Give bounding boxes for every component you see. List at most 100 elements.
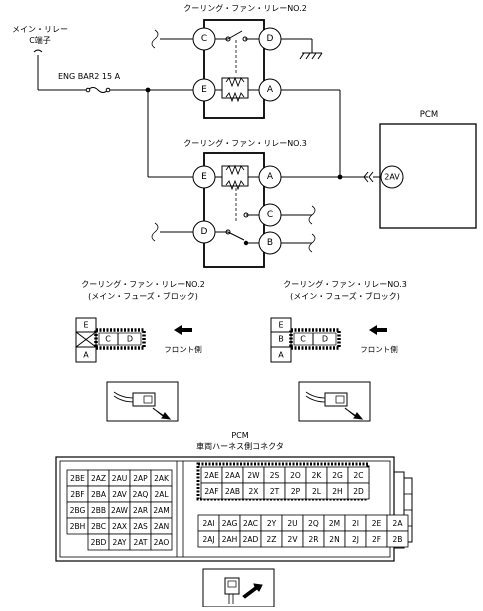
- svg-text:2BF: 2BF: [70, 490, 84, 499]
- relay3-terminal-a: A: [258, 165, 282, 189]
- svg-text:A: A: [278, 351, 284, 360]
- svg-text:2AL: 2AL: [154, 490, 169, 499]
- svg-text:2T: 2T: [270, 487, 280, 496]
- svg-text:2AX: 2AX: [112, 522, 127, 531]
- svg-text:2K: 2K: [312, 471, 323, 480]
- svg-text:2AP: 2AP: [133, 474, 148, 483]
- pcm-pin-2ai: 2AI: [197, 514, 220, 532]
- svg-text:2AO: 2AO: [154, 538, 170, 547]
- pcm-pin-2ar: 2AR: [129, 501, 152, 519]
- pcm-pin-2ag: 2AG: [218, 514, 241, 532]
- svg-text:2AI: 2AI: [202, 519, 214, 528]
- svg-text:2Z: 2Z: [267, 535, 277, 544]
- svg-text:2Y: 2Y: [267, 519, 277, 528]
- svg-text:2AS: 2AS: [133, 522, 148, 531]
- svg-text:2AA: 2AA: [225, 471, 241, 480]
- svg-text:2G: 2G: [332, 471, 343, 480]
- svg-text:2L: 2L: [312, 487, 322, 496]
- pcm-pin-2e: 2E: [365, 514, 388, 532]
- svg-text:2AK: 2AK: [154, 474, 170, 483]
- pcm-pin-2bh: 2BH: [66, 517, 89, 535]
- pcm-pin-2w: 2W: [242, 466, 265, 484]
- left-front-label: フロント側: [164, 344, 202, 354]
- relay3-terminal-d: D: [192, 220, 216, 244]
- pcm-pin-2ak: 2AK: [150, 469, 173, 487]
- pcm-pin-2m: 2M: [323, 514, 346, 532]
- pcm-pin-2ab: 2AB: [221, 482, 244, 500]
- svg-text:2AC: 2AC: [243, 519, 258, 528]
- svg-text:2AT: 2AT: [134, 538, 148, 547]
- svg-text:C: C: [300, 335, 306, 344]
- svg-text:E: E: [278, 321, 283, 330]
- svg-text:2AN: 2AN: [154, 522, 170, 531]
- svg-text:D: D: [201, 227, 208, 237]
- svg-text:2J: 2J: [352, 535, 359, 544]
- svg-text:2AU: 2AU: [112, 474, 127, 483]
- pcm-pin-2ba: 2BA: [87, 485, 110, 503]
- svg-text:2A: 2A: [393, 519, 404, 528]
- pcm-pin-2bg: 2BG: [66, 501, 89, 519]
- svg-text:B: B: [278, 335, 284, 344]
- pcm-pin-2al: 2AL: [150, 485, 173, 503]
- svg-text:2BB: 2BB: [91, 506, 106, 515]
- pcm-pin-2f: 2F: [365, 530, 388, 548]
- left-probe-illustration-icon: [106, 381, 179, 422]
- right-probe-illustration-icon: [298, 381, 371, 422]
- svg-text:2M: 2M: [329, 519, 340, 528]
- svg-text:2E: 2E: [372, 519, 382, 528]
- right-connector-title: クーリング・ファン・リレーNO.3: [283, 279, 407, 289]
- relay2-terminal-c: C: [192, 27, 216, 51]
- svg-text:2N: 2N: [329, 535, 339, 544]
- svg-text:2C: 2C: [353, 471, 363, 480]
- svg-text:E: E: [83, 321, 88, 330]
- right-front-arrow-icon: [369, 325, 387, 335]
- svg-text:2H: 2H: [332, 487, 342, 496]
- pcm-pin-2bd: 2BD: [87, 533, 110, 551]
- svg-text:2AJ: 2AJ: [202, 535, 214, 544]
- pcm-pin-2u: 2U: [281, 514, 304, 532]
- svg-text:2BC: 2BC: [91, 522, 106, 531]
- pcm-pin-2g: 2G: [326, 466, 349, 484]
- pcm-pin-2an: 2AN: [150, 517, 173, 535]
- svg-text:2I: 2I: [352, 519, 359, 528]
- pcm-pin-2s: 2S: [263, 466, 286, 484]
- svg-text:2D: 2D: [353, 487, 364, 496]
- svg-text:2X: 2X: [249, 487, 259, 496]
- relay3-title: クーリング・ファン・リレーNO.3: [183, 138, 307, 148]
- svg-text:2AQ: 2AQ: [133, 490, 149, 499]
- right-front-label: フロント側: [360, 344, 398, 354]
- pcm-pin-2b: 2B: [386, 530, 409, 548]
- relay2-terminal-a: A: [258, 78, 282, 102]
- svg-text:D: D: [127, 335, 133, 344]
- svg-text:C: C: [267, 210, 273, 220]
- svg-text:2AB: 2AB: [225, 487, 240, 496]
- pcm-pin-2ah: 2AH: [218, 530, 241, 548]
- relay3-block: [151, 152, 316, 268]
- pcm-pin-2x: 2X: [242, 482, 265, 500]
- pcm-pin-2a: 2A: [386, 514, 409, 532]
- svg-text:2AD: 2AD: [243, 535, 259, 544]
- svg-text:2AV: 2AV: [384, 173, 400, 182]
- pcm-pin-2v: 2V: [281, 530, 304, 548]
- pcm-title: PCM: [420, 110, 438, 120]
- pcm-pin-2af: 2AF: [200, 482, 223, 500]
- svg-text:A: A: [267, 172, 274, 182]
- svg-text:2O: 2O: [290, 471, 301, 480]
- pcm-terminal-2av: 2AV: [380, 165, 404, 189]
- pcm-connector-subtitle: 車両ハーネス側コネクタ: [196, 441, 284, 451]
- pcm-connector-title: PCM: [231, 431, 248, 440]
- pcm-pin-2h: 2H: [326, 482, 349, 500]
- pcm-pin-2c: 2C: [347, 466, 370, 484]
- pcm-pin-2be: 2BE: [66, 469, 89, 487]
- left-connector: E A C D: [75, 317, 146, 363]
- left-front-arrow-icon: [174, 325, 192, 335]
- pcm-pin-2at: 2AT: [129, 533, 152, 551]
- svg-text:2B: 2B: [393, 535, 403, 544]
- svg-text:2AF: 2AF: [204, 487, 218, 496]
- pcm-pin-2aq: 2AQ: [129, 485, 152, 503]
- pcm-pin-2aa: 2AA: [221, 466, 244, 484]
- svg-text:E: E: [201, 172, 207, 182]
- pcm-pin-2ax: 2AX: [108, 517, 131, 535]
